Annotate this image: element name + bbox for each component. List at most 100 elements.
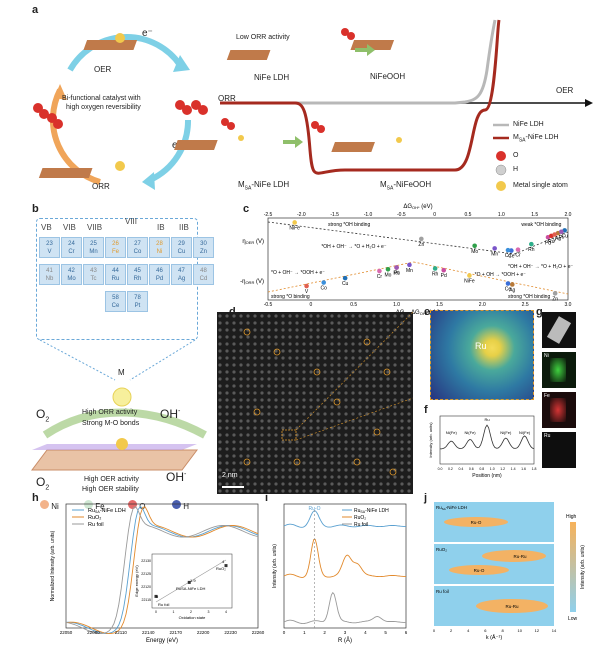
group-vb: VB: [41, 223, 52, 232]
lattice-atom: [379, 391, 383, 395]
c-annot-eq4: *O + OH → *OOH + e⁻: [475, 272, 527, 278]
lattice-atom: [386, 398, 390, 402]
lattice-atom: [267, 391, 271, 395]
lattice-atom: [393, 335, 397, 339]
c-top-point-label: Ru: [548, 239, 555, 245]
c-top-point-nife: [292, 220, 297, 225]
lattice-atom: [330, 426, 334, 430]
lattice-atom: [253, 391, 257, 395]
lattice-atom: [323, 370, 327, 374]
ru-atom-marker: [363, 338, 371, 346]
lattice-atom: [281, 489, 285, 493]
colorbar: [570, 522, 576, 612]
panel-e-letter: e: [424, 306, 431, 318]
f-ylabel: Intensity (arb. units): [428, 422, 433, 458]
lattice-atom: [337, 342, 341, 346]
lattice-atom: [309, 405, 313, 409]
lattice-atom: [386, 447, 390, 451]
lattice-atom: [379, 377, 383, 381]
lattice-atom: [400, 328, 404, 332]
ru-label: Ru: [475, 341, 487, 351]
lattice-atom: [225, 426, 229, 430]
lattice-atom: [232, 328, 236, 332]
lattice-atom: [274, 440, 278, 444]
lattice-atom: [372, 342, 376, 346]
lattice-atom: [288, 314, 292, 318]
scale-label: 2 nm: [222, 472, 238, 479]
lattice-atom: [274, 377, 278, 381]
lattice-atom: [260, 412, 264, 416]
ru-atom-marker: [373, 428, 381, 436]
lattice-atom: [218, 328, 222, 332]
lattice-atom: [225, 391, 229, 395]
legend-item-ni: Ni: [40, 496, 59, 514]
strong-mo-label: Strong M-O bonds: [82, 420, 140, 427]
lattice-atom: [246, 412, 250, 416]
lattice-atom: [267, 370, 271, 374]
lattice-atom: [330, 412, 334, 416]
lattice-atom: [239, 370, 243, 374]
lattice-atom: [386, 370, 390, 374]
c-bottom-point-label: Ce: [505, 287, 512, 293]
lattice-atom: [400, 468, 404, 472]
j-x-tick: 6: [484, 628, 487, 633]
lattice-atom: [351, 489, 355, 493]
lattice-atom: [239, 475, 243, 479]
lattice-atom: [218, 412, 222, 416]
j-row-title-1: RuO₂: [436, 547, 447, 552]
lattice-atom: [253, 363, 257, 367]
catalyst-bottom: [38, 161, 125, 178]
lattice-atom: [288, 482, 292, 486]
lattice-atom: [386, 489, 390, 493]
inset-label-1: 1.9: [190, 578, 196, 583]
i-ylabel: Intensity (arb. units): [272, 544, 278, 588]
lattice-atom: [288, 370, 292, 374]
lattice-atom: [372, 468, 376, 472]
inset-y-tick: 22115: [142, 598, 152, 602]
lattice-atom: [253, 328, 257, 332]
legend-o: O: [513, 152, 519, 159]
h-x-tick: 22260: [252, 630, 265, 635]
lattice-atom: [358, 482, 362, 486]
lattice-atom: [246, 426, 250, 430]
lattice-atom: [232, 419, 236, 423]
lattice-atom: [253, 349, 257, 353]
lattice-atom: [246, 370, 250, 374]
lattice-atom: [323, 461, 327, 465]
lattice-atom: [274, 321, 278, 325]
lattice-atom: [407, 328, 411, 332]
c-bottom-point-ce: [505, 281, 511, 286]
lattice-atom: [239, 398, 243, 402]
lattice-atom: [274, 398, 278, 402]
lattice-atom: [260, 426, 264, 430]
lattice-atom: [281, 342, 285, 346]
c-top-point-label: Rh: [528, 247, 535, 253]
lattice-atom: [316, 314, 320, 318]
lattice-atom: [218, 363, 222, 367]
exafs-curve-2: [283, 591, 406, 625]
lattice-atom: [274, 412, 278, 416]
lattice-atom: [309, 419, 313, 423]
lattice-atom: [323, 412, 327, 416]
c-top-point-rh: [529, 241, 534, 247]
c-bottom-point-label: Zn: [552, 296, 558, 302]
lattice-atom: [225, 433, 229, 437]
lattice-atom: [330, 356, 334, 360]
lattice-atom: [232, 335, 236, 339]
o2-top: O2: [36, 407, 50, 424]
lattice-atom: [407, 454, 411, 458]
lattice-atom: [267, 356, 271, 360]
c-annot-eq2: *O + OH⁻ → *OOH + e⁻: [271, 270, 325, 276]
lattice-atom: [407, 321, 411, 325]
lattice-atom: [365, 426, 369, 430]
high-orr-label: High ORR activity: [82, 409, 138, 416]
lattice-atom: [295, 475, 299, 479]
lattice-atom: [379, 398, 383, 402]
lattice-atom: [302, 370, 306, 374]
lattice-atom: [225, 335, 229, 339]
lattice-atom: [302, 489, 306, 493]
lattice-atom: [358, 363, 362, 367]
